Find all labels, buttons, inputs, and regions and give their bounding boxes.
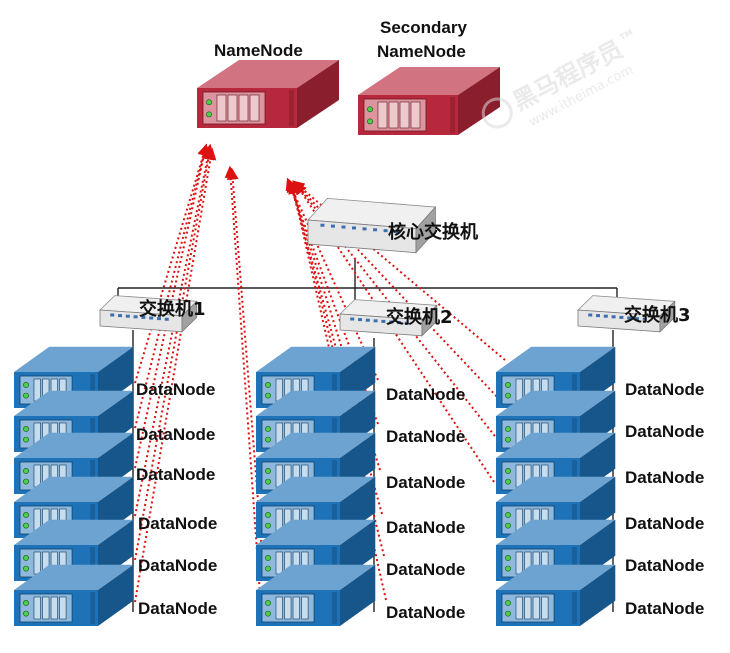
namenode-label: NameNode	[214, 41, 303, 60]
switches	[99, 197, 676, 337]
datanode-server	[256, 564, 376, 626]
datanode-label: DataNode	[625, 468, 705, 487]
datanode-server	[14, 564, 134, 626]
servers	[14, 60, 616, 626]
switch1	[99, 295, 198, 333]
datanode-label: DataNode	[138, 599, 218, 618]
datanode-label: DataNode	[136, 425, 216, 444]
switch3	[577, 295, 676, 333]
datanode-label: DataNode	[625, 599, 705, 618]
secondary-namenode-label-line2: NameNode	[377, 42, 466, 61]
heartbeat-arrow	[226, 167, 263, 553]
datanode-label: DataNode	[136, 380, 216, 399]
switch3-label: 交换机3	[624, 305, 691, 326]
datanode-label: DataNode	[386, 473, 466, 492]
heartbeat-arrow	[286, 177, 379, 381]
datanode-label: DataNode	[625, 422, 705, 441]
switch2-label: 交换机2	[386, 307, 453, 328]
datanode-label: DataNode	[386, 427, 466, 446]
switch2	[339, 299, 438, 337]
datanode-server	[256, 519, 376, 581]
datanode-server	[256, 346, 376, 408]
heartbeat-arrow	[134, 143, 209, 384]
datanode-label: DataNode	[625, 380, 705, 399]
secondary-namenode-label-line1: Secondary	[380, 18, 467, 37]
switch1-label: 交换机1	[139, 299, 206, 320]
datanode-label: DataNode	[386, 560, 466, 579]
watermark-logo: 黑马程序员 www.itheima.com TM	[481, 28, 636, 130]
heartbeat-arrow	[224, 165, 261, 595]
datanode-label: DataNode	[138, 556, 218, 575]
heartbeat-arrow	[134, 147, 215, 561]
core-switch-label: 核心交换机	[388, 222, 478, 243]
core-switch	[307, 197, 437, 254]
namenode-server	[197, 60, 339, 128]
datanode-label: DataNode	[386, 385, 466, 404]
datanode-label: DataNode	[625, 514, 705, 533]
watermark-tm: TM	[618, 28, 634, 42]
datanode-label: DataNode	[625, 556, 705, 575]
datanode-label: DataNode	[386, 518, 466, 537]
datanode-label: DataNode	[138, 514, 218, 533]
heartbeat-arrow	[134, 147, 217, 603]
datanode-label: DataNode	[386, 603, 466, 622]
heartbeat-arrow	[134, 143, 210, 429]
secondary-namenode-server	[358, 67, 500, 135]
datanode-label: DataNode	[136, 465, 216, 484]
datanode-server	[496, 564, 616, 626]
